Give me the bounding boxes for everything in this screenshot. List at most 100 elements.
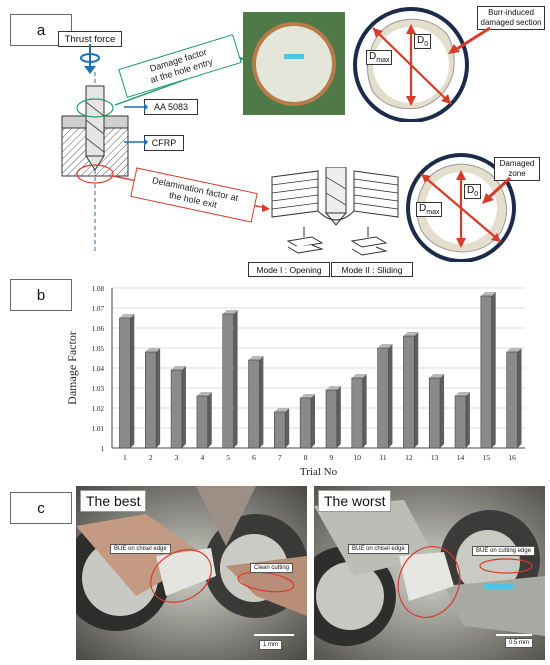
y-tick-label: 1.04 <box>92 365 105 373</box>
burr-induced-label: Burr-induced damaged section <box>477 6 545 30</box>
mode-opening-label: Mode I : Opening <box>248 262 330 277</box>
bar-top <box>300 394 316 398</box>
bar-top <box>196 392 212 396</box>
bar-side <box>362 374 367 448</box>
cfrp-label: CFRP <box>144 135 184 151</box>
bar-side <box>285 408 290 448</box>
bar-top <box>506 348 522 352</box>
mode-sliding-label: Mode II : Sliding <box>331 262 413 277</box>
bar <box>351 377 363 449</box>
bar-side <box>130 314 135 448</box>
hole-entry-photo <box>243 12 345 115</box>
y-tick-label: 1.07 <box>92 305 105 313</box>
x-tick-label: 7 <box>278 453 282 462</box>
bar-top <box>403 332 419 336</box>
x-axis-label: Trial No <box>300 466 338 478</box>
panel-b-tag: b <box>10 279 72 311</box>
worst-drill-photo-drawing <box>314 486 545 660</box>
bar-side <box>311 394 316 448</box>
burr-d0-label: D0 <box>414 34 432 49</box>
damaged-zone-diagram <box>406 153 516 262</box>
worst-bue-cutting-label: BUE on cutting edge <box>472 546 536 556</box>
bar <box>428 377 441 449</box>
y-axis-label: Damage Factor <box>65 331 79 405</box>
best-scale-label: 1 mm <box>259 640 282 650</box>
delamination-schematic <box>271 167 399 256</box>
x-tick-label: 13 <box>431 453 439 462</box>
bar-side <box>156 348 161 448</box>
bar-top <box>171 366 186 370</box>
bar-top <box>429 374 445 378</box>
x-tick-label: 9 <box>330 453 334 462</box>
bar-top <box>480 292 496 296</box>
bar <box>480 295 493 449</box>
best-bue-label: BUE on chisel edge <box>110 544 171 554</box>
bar-side <box>181 366 186 448</box>
worst-drill-photo <box>314 486 545 660</box>
bar <box>403 335 415 449</box>
x-tick-label: 3 <box>175 453 179 462</box>
burr-dmax-label: Dmax <box>366 50 393 65</box>
bar-side <box>465 392 470 448</box>
bar-side <box>233 310 238 448</box>
bar-side <box>414 332 419 448</box>
bar <box>506 351 518 449</box>
bar-side <box>207 392 212 448</box>
bar <box>454 395 467 449</box>
bar <box>222 313 234 449</box>
best-title: The best <box>80 490 147 512</box>
x-tick-label: 8 <box>304 453 308 462</box>
x-tick-label: 12 <box>405 453 413 462</box>
y-tick-label: 1.05 <box>92 345 105 353</box>
y-tick-label: 1.08 <box>92 285 105 293</box>
bar <box>144 351 157 449</box>
x-tick-label: 4 <box>200 453 204 462</box>
y-tick-label: 1.02 <box>92 405 105 413</box>
hole-entry-photo-drawing <box>243 12 345 115</box>
bar <box>170 369 183 449</box>
bar <box>299 397 312 449</box>
bar-top <box>248 356 264 360</box>
panel-a-tag: a <box>10 14 72 46</box>
bar <box>274 411 286 449</box>
bar <box>196 395 209 449</box>
bar-side <box>440 374 445 448</box>
bar <box>119 317 131 449</box>
y-tick-label: 1 <box>101 445 105 453</box>
bar-side <box>388 344 393 448</box>
best-drill-photo <box>76 486 307 660</box>
bar <box>377 347 389 449</box>
x-tick-label: 14 <box>457 453 465 462</box>
bar-side <box>491 292 496 448</box>
bar-top <box>455 392 470 396</box>
bar-side <box>517 348 522 448</box>
damaged-zone-label: Damaged zone <box>494 157 540 181</box>
x-tick-label: 1 <box>123 453 127 462</box>
worst-bue-label: BUE on chisel edge <box>348 544 409 554</box>
x-tick-label: 16 <box>508 453 516 462</box>
bar-top <box>145 348 161 352</box>
worst-scale-label: 0.5 mm <box>505 638 534 648</box>
x-tick-label: 10 <box>353 453 361 462</box>
burr-pointer-arrow <box>448 26 491 54</box>
y-tick-label: 1.01 <box>92 425 105 433</box>
x-tick-label: 6 <box>252 453 256 462</box>
bar-top <box>351 374 367 378</box>
y-tick-label: 1.03 <box>92 385 105 393</box>
worst-title: The worst <box>318 490 392 512</box>
bar-top <box>119 314 135 318</box>
x-tick-label: 5 <box>226 453 230 462</box>
bar-top <box>222 310 238 314</box>
zone-dmax-label: Dmax <box>416 202 443 217</box>
zone-d0-label: D0 <box>464 184 482 199</box>
best-drill-photo-drawing <box>76 486 307 660</box>
thrust-arrow-icon <box>80 44 100 74</box>
bar <box>248 359 260 449</box>
label-arrows <box>124 103 148 146</box>
best-clean-label: Clean cutting <box>250 563 294 573</box>
bar-top <box>325 386 341 390</box>
x-tick-label: 11 <box>379 453 386 462</box>
y-tick-label: 1.06 <box>92 325 105 333</box>
bar-side <box>336 386 341 448</box>
